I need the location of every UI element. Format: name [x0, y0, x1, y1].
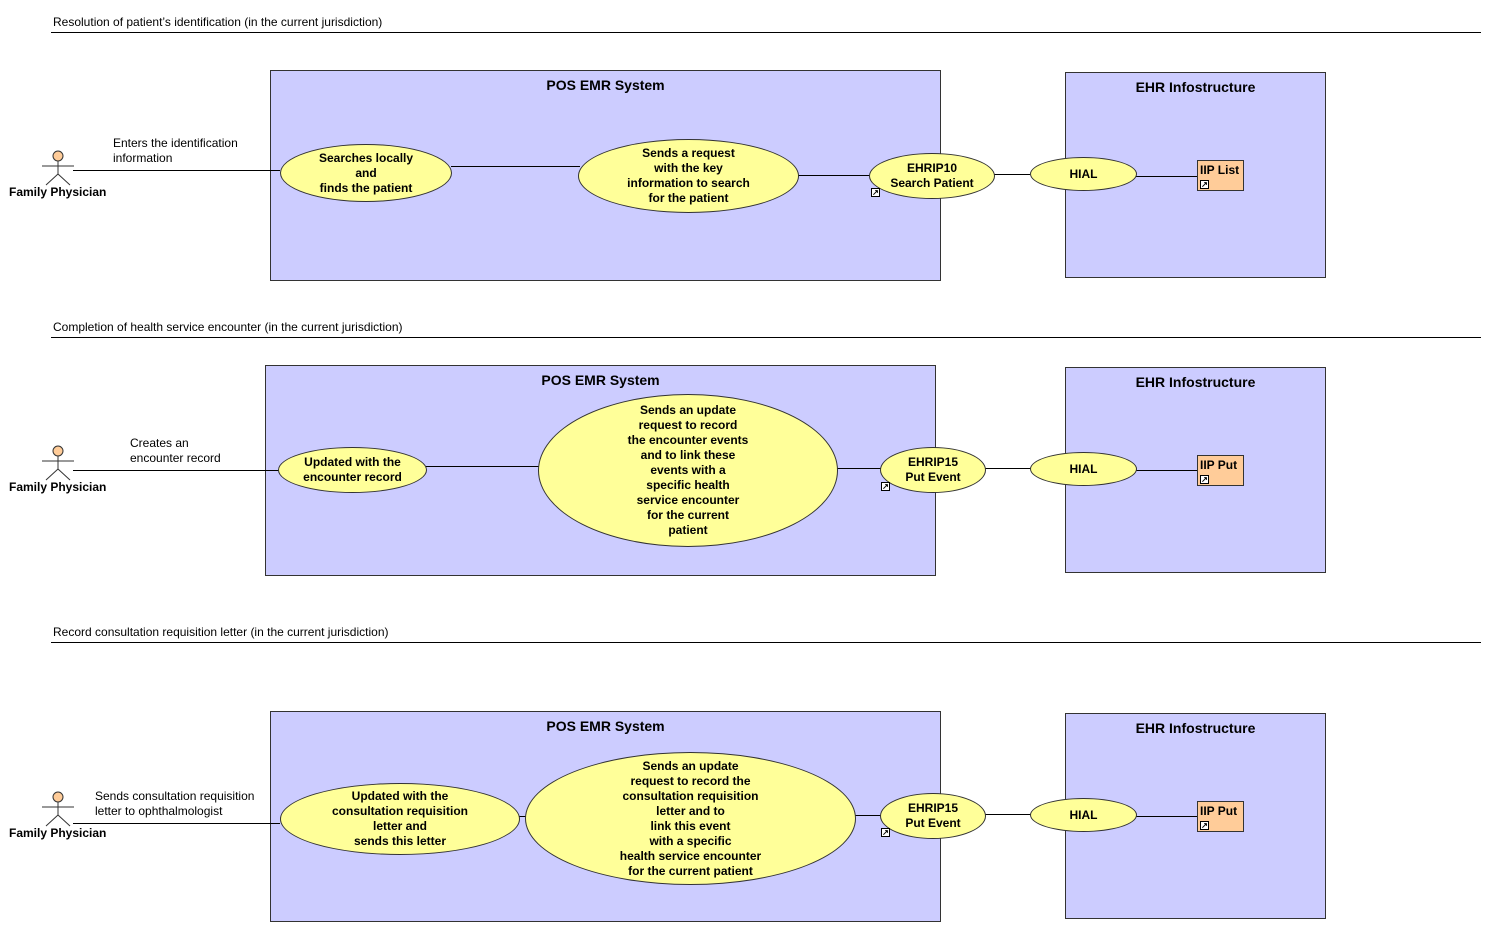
- shortcut-arrow-icon: ↗: [1200, 821, 1209, 830]
- component-label: IIP Put: [1200, 804, 1238, 818]
- shortcut-arrow-icon: ↗: [881, 828, 890, 837]
- interface-use-case[interactable]: EHRIP15 Put Event: [880, 793, 986, 839]
- infra-title: EHR Infostructure: [1135, 374, 1256, 390]
- flow-line: [798, 175, 870, 176]
- infra-title: EHR Infostructure: [1135, 79, 1256, 95]
- hial-use-case[interactable]: HIAL: [1030, 452, 1137, 486]
- system-title: POS EMR System: [546, 77, 665, 93]
- shortcut-arrow-icon: ↗: [1200, 475, 1209, 484]
- system-title: POS EMR System: [541, 372, 660, 388]
- interface-use-case[interactable]: EHRIP15 Put Event: [880, 447, 986, 493]
- interface-use-case[interactable]: EHRIP10 Search Patient: [869, 153, 995, 199]
- section-title: Resolution of patient’s identification (…: [53, 15, 383, 29]
- flow-line: [985, 814, 1031, 815]
- section-title: Completion of health service encounter (…: [53, 320, 403, 334]
- association-label: Sends consultation requisition letter to…: [95, 789, 255, 818]
- actor-association-line: [73, 170, 280, 171]
- stick-figure-icon[interactable]: [38, 791, 78, 827]
- use-case-step2[interactable]: Sends an update request to record the co…: [525, 752, 856, 885]
- association-label: Creates an encounter record: [130, 436, 221, 465]
- actor-label: Family Physician: [9, 185, 107, 199]
- system-title: POS EMR System: [546, 718, 665, 734]
- use-case-step1[interactable]: Updated with the consultation requisitio…: [280, 783, 520, 855]
- flow-line: [994, 174, 1030, 175]
- flow-line: [1136, 816, 1198, 817]
- section-title: Record consultation requisition letter (…: [53, 625, 389, 639]
- flow-line: [451, 166, 580, 167]
- actor-label: Family Physician: [9, 480, 107, 494]
- section-divider: [51, 337, 1481, 338]
- hial-use-case[interactable]: HIAL: [1030, 157, 1137, 191]
- flow-line: [426, 466, 539, 467]
- flow-line: [837, 468, 881, 469]
- stick-figure-icon[interactable]: [38, 445, 78, 481]
- component-label: IIP Put: [1200, 458, 1238, 472]
- flow-line: [1136, 176, 1198, 177]
- actor-label: Family Physician: [9, 826, 107, 840]
- shortcut-arrow-icon: ↗: [871, 188, 880, 197]
- flow-line: [1136, 470, 1198, 471]
- association-label: Enters the identification information: [113, 136, 238, 165]
- iip-component[interactable]: IIP List ↗: [1197, 160, 1244, 191]
- flow-line: [985, 468, 1031, 469]
- use-case-step2[interactable]: Sends a request with the key information…: [578, 139, 799, 213]
- actor-association-line: [73, 470, 280, 471]
- flow-line: [519, 816, 526, 817]
- shortcut-arrow-icon: ↗: [1200, 180, 1209, 189]
- section-divider: [51, 32, 1481, 33]
- use-case-step1[interactable]: Updated with the encounter record: [278, 447, 427, 493]
- hial-use-case[interactable]: HIAL: [1030, 798, 1137, 832]
- iip-component[interactable]: IIP Put ↗: [1197, 801, 1244, 832]
- use-case-step1[interactable]: Searches locally and finds the patient: [280, 144, 452, 202]
- infra-title: EHR Infostructure: [1135, 720, 1256, 736]
- shortcut-arrow-icon: ↗: [881, 482, 890, 491]
- flow-line: [855, 815, 881, 816]
- use-case-step2[interactable]: Sends an update request to record the en…: [538, 394, 838, 547]
- section-divider: [51, 642, 1481, 643]
- stick-figure-icon[interactable]: [38, 150, 78, 186]
- component-label: IIP List: [1200, 163, 1240, 177]
- iip-component[interactable]: IIP Put ↗: [1197, 455, 1244, 486]
- actor-association-line: [73, 823, 280, 824]
